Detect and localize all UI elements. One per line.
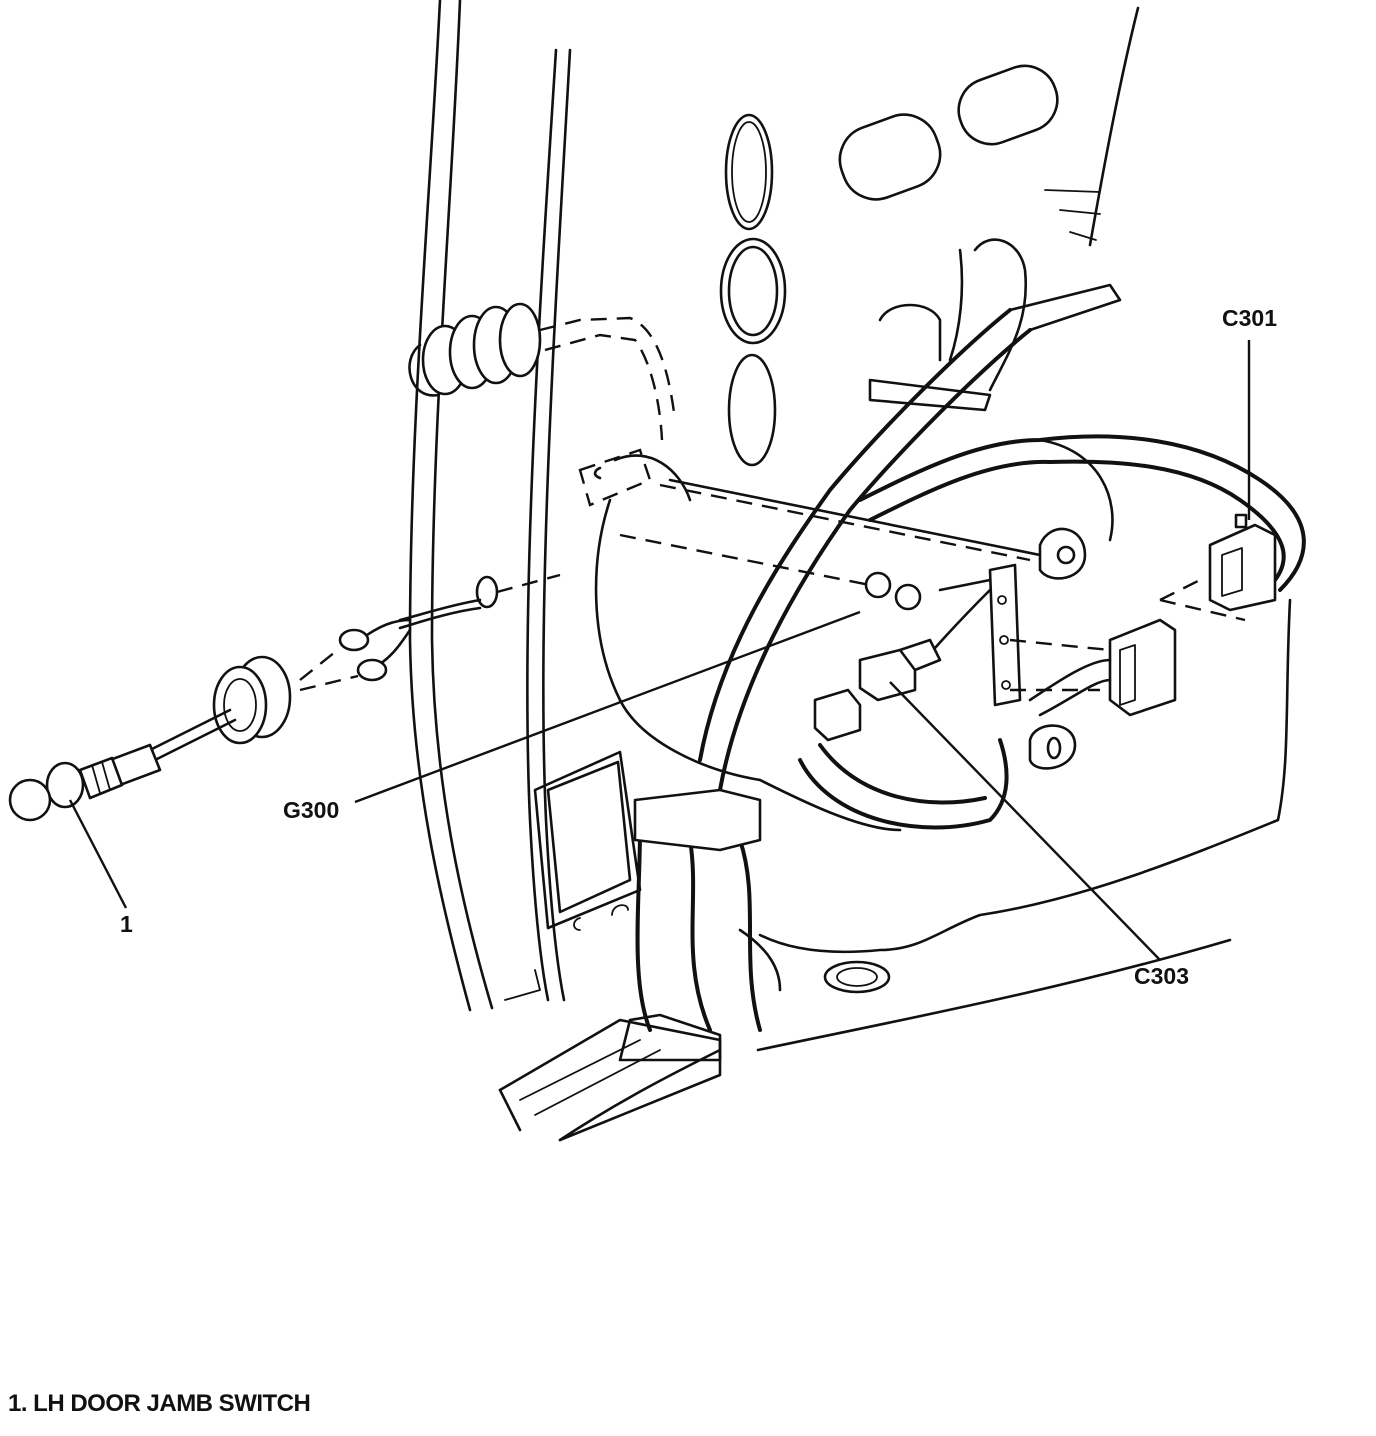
callout-c303: C303 <box>1134 963 1189 989</box>
harness-bundle <box>498 788 782 1142</box>
callout-g300: G300 <box>283 797 339 823</box>
wiring-harness <box>594 238 1306 832</box>
door-pillar <box>408 0 1140 1012</box>
leader-g300 <box>354 610 861 804</box>
legend-item: 1. LH DOOR JAMB SWITCH <box>8 1390 311 1417</box>
connector-mate <box>1028 618 1177 770</box>
connector-c303 <box>813 588 992 742</box>
connector-c301 <box>1159 513 1277 622</box>
door-jamb-switch <box>8 573 561 822</box>
callout-c301: C301 <box>1222 305 1277 331</box>
leader-lines <box>68 340 1251 961</box>
leader-c303 <box>889 681 1161 961</box>
legend: 1. LH DOOR JAMB SWITCH <box>8 1390 311 1418</box>
panel-holes <box>719 64 1059 994</box>
connector-bracket <box>938 563 1111 707</box>
ground-bracket <box>578 448 1087 611</box>
leader-item-1 <box>68 799 128 909</box>
callout-item-1: 1 <box>120 911 133 937</box>
pillar-grommet <box>408 302 677 441</box>
